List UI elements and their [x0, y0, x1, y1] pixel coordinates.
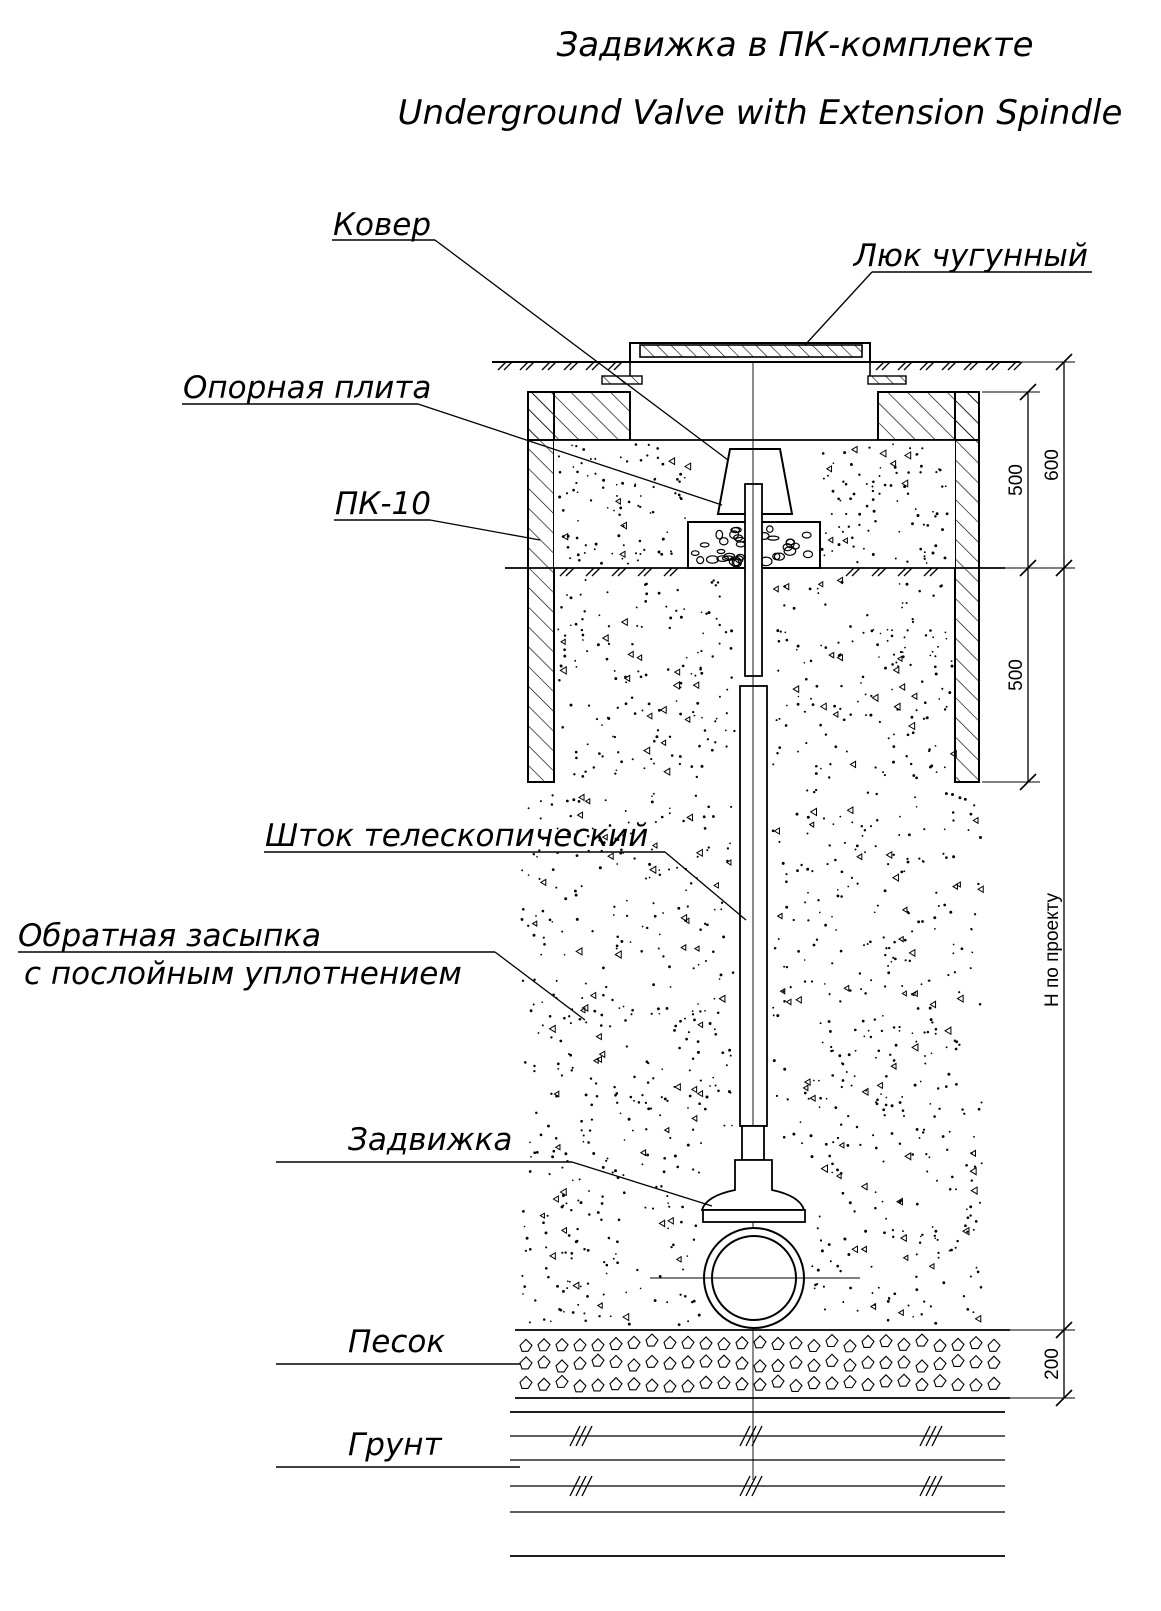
label-shtok: Шток телескопический: [265, 818, 648, 854]
dim-200: 200: [1042, 1348, 1063, 1380]
label-zasypka-2: с послойным уплотнением: [24, 956, 462, 992]
cast-iron-hatch: [601, 342, 907, 385]
dim-500-bottom: 500: [1006, 659, 1027, 691]
label-zadvizhka: Задвижка: [348, 1122, 512, 1158]
ground-surface: [492, 361, 1023, 371]
gate-valve: [650, 1125, 860, 1329]
label-pesok: Песок: [348, 1324, 445, 1360]
native-soil: [510, 1411, 1005, 1557]
dim-600: 600: [1042, 449, 1063, 481]
carpet-kover: [716, 448, 794, 515]
leader-lines: [18, 239, 1092, 1468]
label-grunt: Грунт: [348, 1427, 443, 1463]
label-zasypka-1: Обратная засыпка: [18, 918, 321, 954]
title-ru: Задвижка в ПК-комплекте: [556, 25, 1033, 65]
dim-h-project: Н по проекту: [1042, 892, 1063, 1007]
label-pk10: ПК-10: [335, 486, 431, 522]
dim-500-top: 500: [1006, 464, 1027, 496]
dimension-lines: [982, 353, 1075, 1407]
sand-bed: [515, 1329, 1010, 1399]
label-kover: Ковер: [333, 207, 431, 243]
backfill-stipple: [520, 443, 984, 1327]
title-en: Underground Valve with Extension Spindle: [398, 93, 1123, 133]
label-lyuk: Люк чугунный: [853, 238, 1088, 274]
label-plita: Опорная плита: [183, 370, 431, 406]
pk10-shaft: [527, 391, 980, 783]
